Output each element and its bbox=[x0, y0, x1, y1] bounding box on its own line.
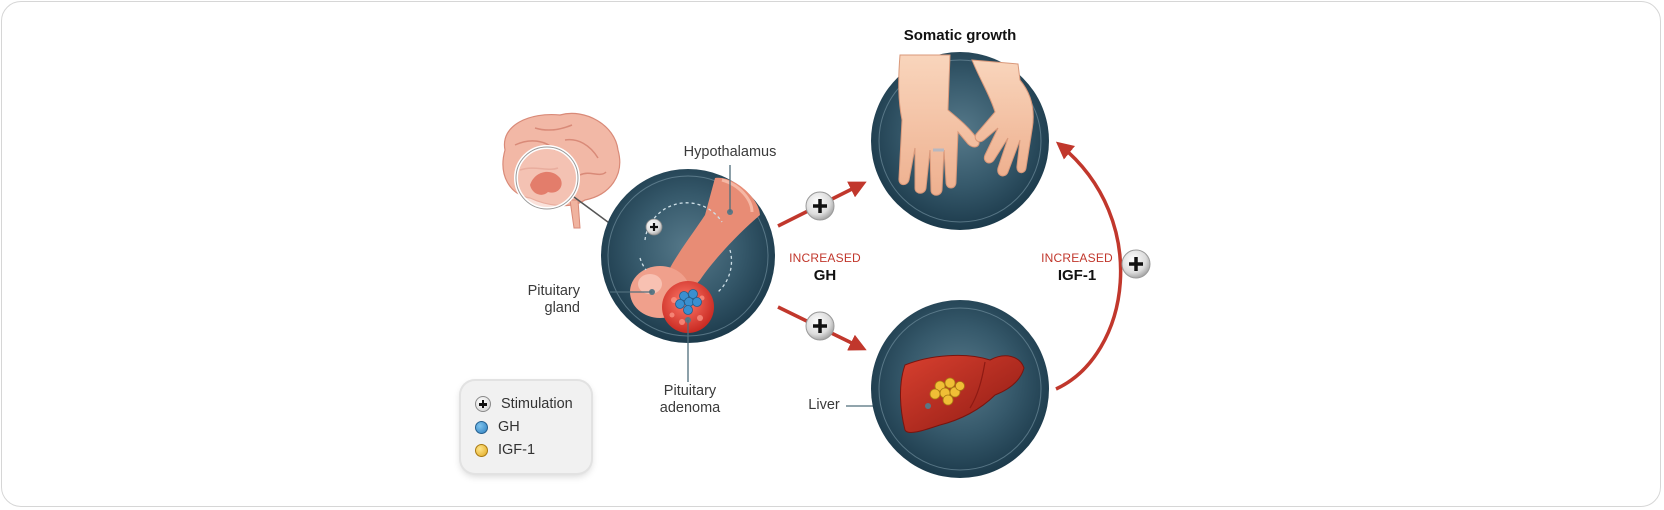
stimulation-badge-gh-liver bbox=[805, 311, 835, 341]
legend-label-gh: GH bbox=[498, 419, 520, 435]
increased-igf1-word: INCREASED bbox=[1041, 251, 1113, 265]
brain-thumbnail bbox=[502, 112, 621, 229]
somatic-growth-circle bbox=[871, 52, 1049, 230]
legend-label-stimulation: Stimulation bbox=[501, 396, 573, 412]
arrow-liver-to-somatic-growth bbox=[1055, 141, 1123, 391]
stimulation-badge-gh-growth bbox=[805, 191, 835, 221]
hypothalamus-label: Hypothalamus bbox=[683, 144, 777, 160]
legend-item-stimulation: Stimulation bbox=[475, 394, 573, 414]
stimulation-badge-igf1 bbox=[1121, 249, 1151, 279]
pituitary-circle bbox=[601, 169, 775, 343]
liver-label: Liver bbox=[808, 397, 840, 413]
legend-label-igf1: IGF-1 bbox=[498, 442, 536, 458]
gh-cluster bbox=[675, 289, 702, 315]
increased-gh-name: GH bbox=[813, 267, 837, 284]
somatic-growth-title: Somatic growth bbox=[903, 27, 1017, 44]
legend-item-gh: GH bbox=[475, 417, 520, 437]
liver-illustration bbox=[899, 354, 1025, 433]
igf1-cluster bbox=[929, 377, 965, 406]
adenoma-texture bbox=[669, 295, 705, 325]
pituitary-adenoma-label-line1: Pituitary bbox=[663, 383, 717, 399]
pituitary-gland-label: Pituitary gland bbox=[500, 283, 580, 317]
liver-circle bbox=[871, 300, 1049, 478]
increased-gh-word: INCREASED bbox=[789, 251, 861, 265]
increased-igf1-name: IGF-1 bbox=[1057, 267, 1097, 284]
gh-dot-icon bbox=[475, 420, 488, 434]
stimulation-icon bbox=[475, 396, 491, 412]
legend: Stimulation GH IGF-1 bbox=[461, 381, 591, 473]
pituitary-adenoma-label: Pituitary adenoma bbox=[640, 383, 740, 417]
legend-item-igf1: IGF-1 bbox=[475, 440, 535, 460]
hands-illustration bbox=[898, 54, 1034, 196]
pituitary-gland-label-line1: Pituitary bbox=[527, 283, 580, 299]
pituitary-adenoma-label-line2: adenoma bbox=[659, 400, 721, 416]
pituitary-gland-label-line2: gland bbox=[544, 300, 580, 316]
igf1-dot-icon bbox=[475, 443, 488, 457]
